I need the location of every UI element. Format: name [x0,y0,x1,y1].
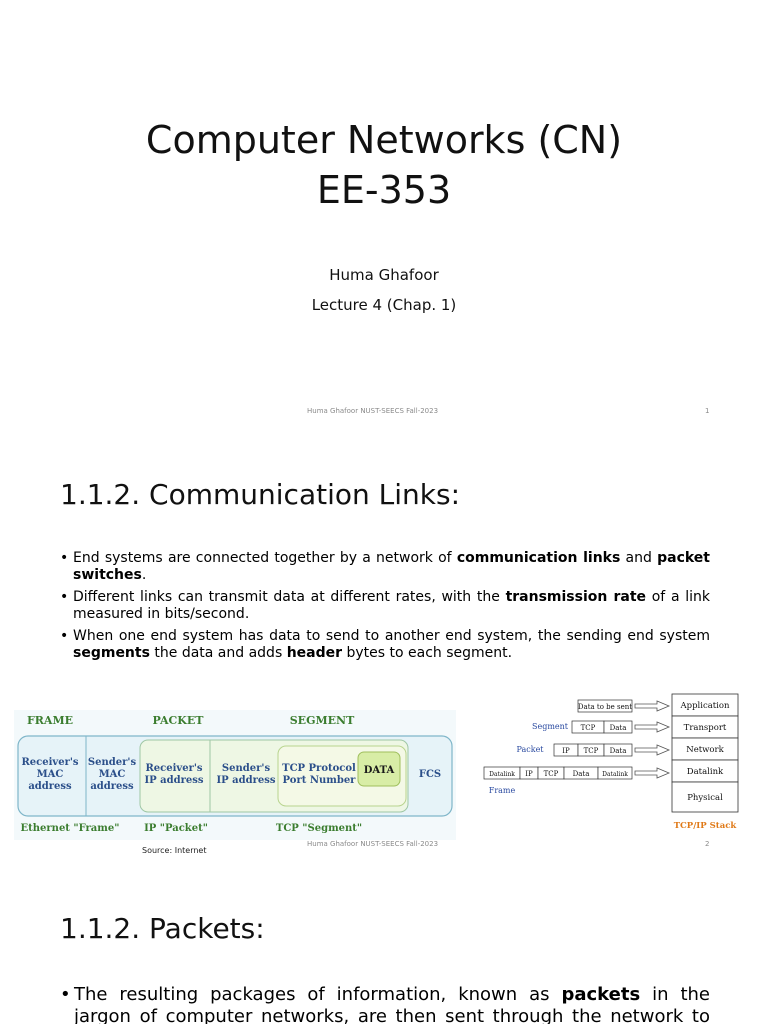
bullet-item: When one end system has data to send to … [60,628,710,662]
packet-label: PACKET [153,714,205,727]
segment-data-field: Data [610,724,627,732]
layer-application: Application [679,701,730,711]
packet-tcp-field: TCP [584,747,599,755]
arrow-icon [634,767,671,779]
tcpip-stack-caption: TCP/IP Stack [674,821,738,831]
segment-tcp-field: TCP [581,724,596,732]
frame-label: FRAME [27,714,73,727]
slide-footer: Huma Ghafoor NUST-SEECS Fall-2023 [307,407,439,415]
fcs-cell: FCS [419,769,441,780]
bullet-list: The resulting packages of information, k… [60,984,710,1024]
segment-row-label: Segment [532,722,569,731]
arrow-icon [634,700,671,712]
slide-title-line-1: Computer Networks (CN) [145,118,623,162]
bullet-item: Different links can transmit data at dif… [60,589,710,623]
frame-ip-field: IP [525,770,533,778]
packet-data-field: Data [610,747,627,755]
arrow-icon [634,721,671,733]
bullet-list: End systems are connected together by a … [60,550,710,667]
bullet-item: The resulting packages of information, k… [60,984,710,1024]
tcpip-stack-diagram: Data to be sent Segment TCP Data Packet … [483,693,739,831]
slide-heading: 1.1.2. Communication Links: [60,478,460,511]
slide-2: 1.1.2. Communication Links: End systems … [0,444,768,868]
frame-datalink-trailer-field: Datalink [602,771,628,778]
slide-heading: 1.1.2. Packets: [60,912,265,945]
packet-ip-field: IP [562,747,570,755]
layer-datalink: Datalink [687,767,724,777]
lecture-label: Lecture 4 (Chap. 1) [311,296,457,314]
layer-physical: Physical [687,793,723,803]
tcp-segment-label: TCP "Segment" [276,823,362,834]
frame-datalink-header-field: Datalink [489,771,515,778]
frame-data-field: Data [573,770,590,778]
frame-row-label: Frame [489,786,516,795]
segment-label: SEGMENT [290,714,355,727]
ethernet-frame-label: Ethernet "Frame" [21,823,120,834]
slide-3: 1.1.2. Packets: The resulting packages o… [0,878,768,1024]
page-number: 1 [705,407,710,415]
layer-network: Network [686,745,724,755]
packet-row-label: Packet [516,745,544,754]
author-name: Huma Ghafoor [329,266,439,284]
data-to-be-sent-label: Data to be sent [578,703,632,711]
slide-title-line-2: EE-353 [316,168,452,212]
frame-tcp-field: TCP [544,770,559,778]
slide-1: Computer Networks (CN) EE-353 Huma Ghafo… [0,0,768,434]
data-cell: DATA [364,765,395,776]
bullet-item: End systems are connected together by a … [60,550,710,584]
layer-transport: Transport [684,723,727,733]
slide-footer: Huma Ghafoor NUST-SEECS Fall-2023 [307,840,439,848]
page-number: 2 [705,840,710,848]
source-caption: Source: Internet [142,846,207,855]
ip-packet-label: IP "Packet" [144,823,208,834]
arrow-icon [634,744,671,756]
